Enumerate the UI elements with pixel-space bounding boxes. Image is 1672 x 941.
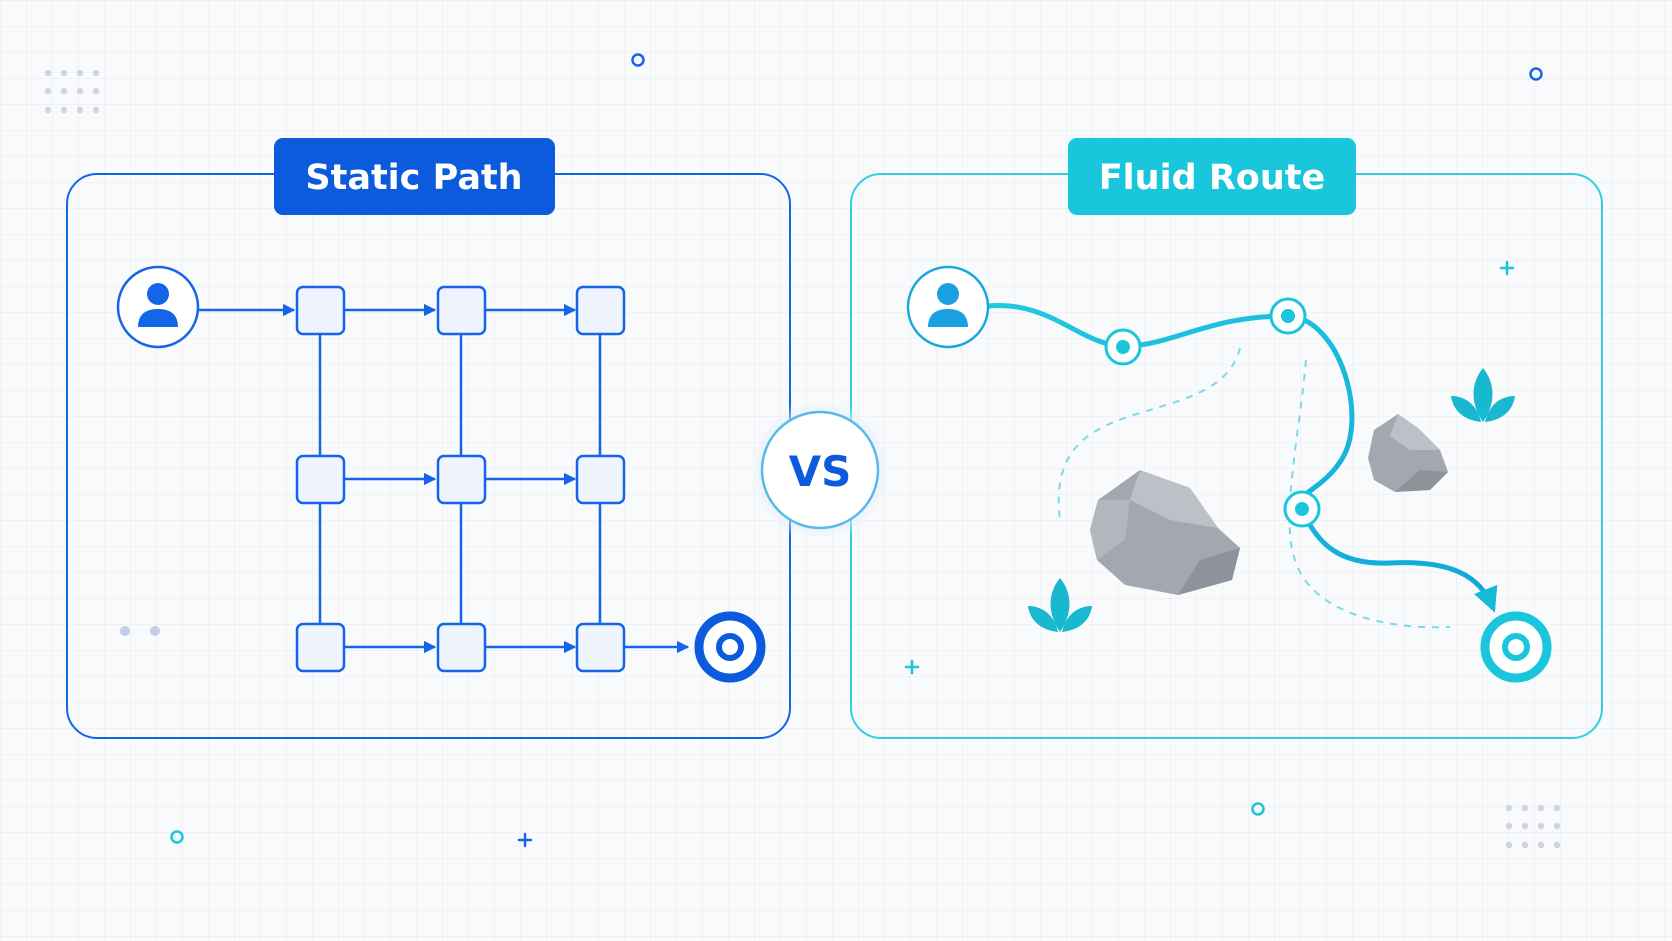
grid-connections (318, 334, 602, 623)
plant-icon (1028, 578, 1092, 632)
rock-icon (1368, 414, 1448, 492)
grid-node (436, 454, 487, 505)
static-title-tag (274, 138, 555, 215)
static-panel-frame (66, 173, 791, 739)
plus-decoration (517, 832, 533, 848)
dot-pair-decoration (120, 626, 160, 636)
ring-decoration (170, 830, 184, 844)
plus-decoration (904, 260, 1515, 675)
vs-badge: VS (748, 398, 892, 542)
fluid-route-title: Fluid Route (1099, 158, 1325, 198)
grid-node (575, 622, 626, 673)
background-decorations (44, 53, 1561, 849)
static-path-title: Static Path (305, 158, 522, 198)
waypoints (1104, 297, 1321, 528)
user-icon (116, 265, 200, 349)
fluid-route-panel: Fluid Route (850, 138, 1603, 739)
dot-grid-bottom-right (1505, 804, 1561, 849)
waypoint (1283, 490, 1321, 528)
static-path-panel: Static Path (66, 138, 791, 739)
grid-node (295, 285, 346, 336)
user-icon (906, 265, 990, 349)
grid-nodes (295, 285, 626, 673)
vs-label: VS (789, 447, 852, 496)
grid-node (575, 454, 626, 505)
grid-arrows (199, 303, 690, 654)
grid-node (436, 285, 487, 336)
grid-node (295, 622, 346, 673)
target-icon (1480, 611, 1552, 683)
waypoint (1269, 297, 1307, 335)
rock-icon (1090, 470, 1240, 595)
ring-decoration (631, 53, 645, 67)
waypoint (1104, 328, 1142, 366)
dot-grid-top-left (44, 69, 100, 114)
grid-node (295, 454, 346, 505)
alternative-paths (1057, 347, 1451, 629)
ring-decoration (1251, 802, 1265, 816)
ring-decoration (1529, 67, 1543, 81)
fluid-title-tag (1068, 138, 1356, 215)
grid-node (575, 285, 626, 336)
target-icon (694, 611, 766, 683)
plant-icon (1451, 368, 1515, 422)
grid-node (436, 622, 487, 673)
